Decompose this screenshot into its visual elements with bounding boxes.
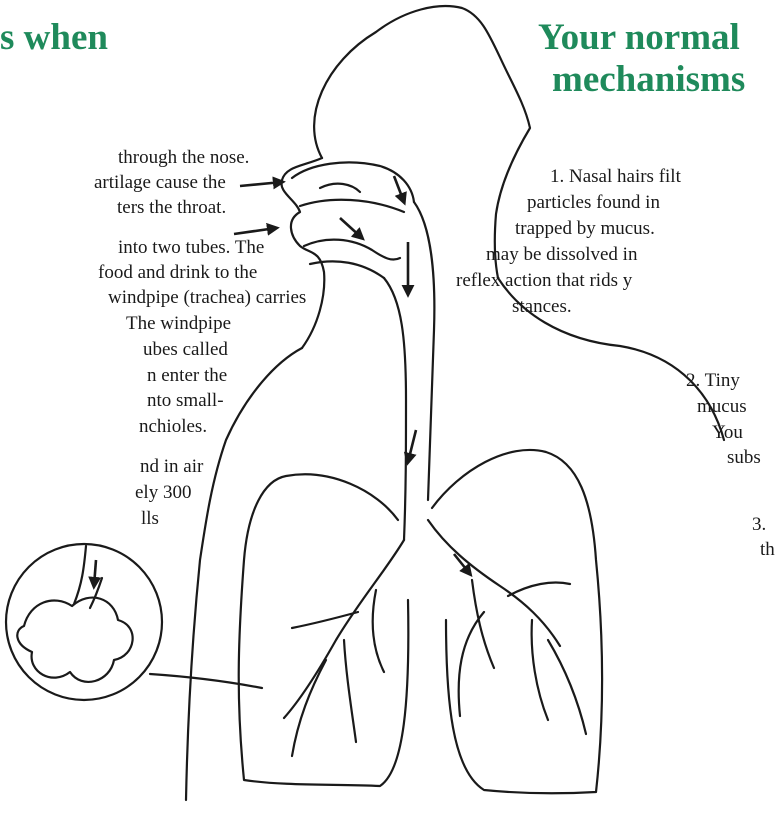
face-profile [281, 158, 324, 348]
arrow-icon [94, 560, 96, 586]
torso-right [498, 278, 724, 440]
arrow-icon [408, 430, 416, 462]
airway [414, 202, 434, 500]
callout-line [150, 674, 262, 688]
arrow-icon [340, 218, 362, 238]
head-outline [314, 6, 530, 278]
left-lung [239, 474, 409, 786]
arrow-icon [234, 228, 276, 234]
arrow-icon [240, 182, 282, 186]
right-lung [432, 450, 602, 793]
bronchus-left [284, 540, 404, 718]
